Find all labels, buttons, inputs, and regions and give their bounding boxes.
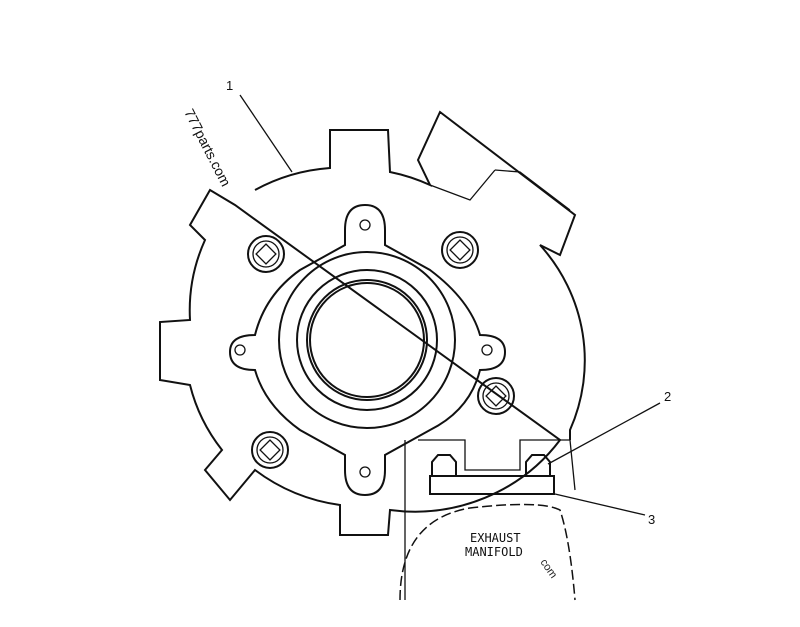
leader-line-2 xyxy=(547,402,661,465)
bolt-hole xyxy=(481,344,493,356)
bolt-hole xyxy=(234,344,246,356)
studs xyxy=(247,231,515,469)
turbine-housing xyxy=(159,110,586,536)
leader-line-3 xyxy=(554,493,646,516)
bolt-hole xyxy=(359,466,371,478)
callout-1: 1 xyxy=(226,78,233,93)
bolt-hole xyxy=(359,219,371,231)
watermark: 777parts.com xyxy=(181,106,234,189)
callout-3: 3 xyxy=(648,512,655,527)
watermark-partial: com xyxy=(538,557,560,581)
manifold-label-line1: EXHAUST xyxy=(470,531,521,545)
flange xyxy=(228,203,507,497)
leader-line-1 xyxy=(239,94,293,173)
callout-2: 2 xyxy=(664,389,671,404)
manifold-label-line2: MANIFOLD xyxy=(465,545,523,559)
nuts xyxy=(431,454,551,476)
